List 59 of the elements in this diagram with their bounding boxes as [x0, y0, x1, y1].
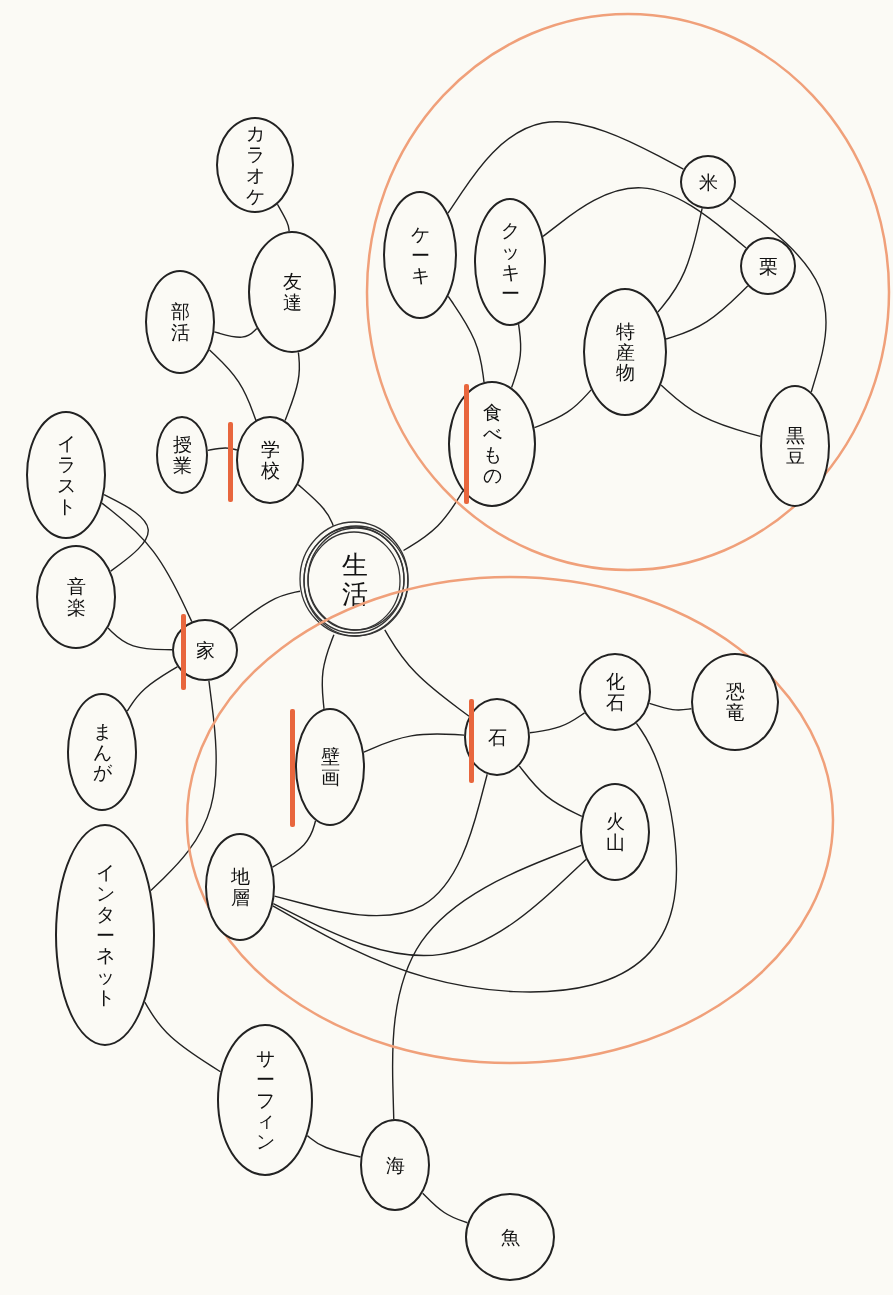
connector-line: [284, 351, 301, 422]
connector-line: [660, 384, 762, 438]
topic-label: 米: [698, 171, 718, 193]
connector-line: [213, 327, 258, 338]
connector-line: [208, 349, 257, 421]
connector-line: [297, 483, 334, 527]
topic-label: サーフィン: [255, 1047, 275, 1153]
topic-label: 石: [487, 726, 507, 748]
topic-label: ケーキ: [410, 223, 430, 287]
connector-line: [229, 590, 301, 631]
topic-label: まんが: [92, 720, 112, 784]
connector-line: [447, 121, 685, 214]
topic-label: 部活: [170, 301, 190, 343]
topic-label: 音楽: [66, 576, 86, 618]
topic-label: 授業: [172, 434, 192, 476]
topic-label: 生活: [342, 551, 368, 609]
topic-label: 化石: [605, 671, 625, 713]
connector-line: [542, 187, 747, 249]
topic-label: 友達: [282, 271, 302, 313]
central-topic-circle: [299, 521, 411, 639]
connector-line: [107, 627, 173, 651]
topic-label: 黒豆: [785, 425, 805, 467]
topic-label: 地層: [230, 866, 250, 908]
topic-label: クッキー: [500, 220, 520, 304]
topic-oval: [740, 237, 796, 295]
connector-line: [648, 702, 693, 711]
connector-line: [384, 629, 470, 717]
connector-line: [321, 633, 335, 710]
topic-label: 家: [195, 639, 215, 661]
topic-label: 火山: [605, 811, 625, 853]
topic-label: イラスト: [56, 433, 76, 517]
connector-line: [657, 207, 703, 313]
topic-label: カラオケ: [245, 123, 265, 207]
connector-line: [126, 666, 178, 712]
topic-label: インターネット: [95, 861, 115, 1009]
topic-label: 海: [385, 1154, 405, 1176]
connector-line: [447, 295, 485, 383]
connector-line: [150, 680, 217, 892]
connector-line: [510, 323, 522, 389]
connector-line: [421, 1192, 469, 1224]
topic-label: 恐竜: [725, 681, 745, 723]
connector-line: [207, 447, 238, 452]
topic-label: 栗: [758, 255, 778, 277]
topic-label: 学校: [260, 439, 280, 481]
connector-line: [529, 712, 586, 734]
connector-line: [306, 1134, 362, 1158]
connector-line: [363, 733, 465, 753]
group-outline: [365, 12, 891, 572]
topic-oval: [680, 155, 736, 209]
topic-label: 壁画: [320, 746, 340, 788]
connector-line: [402, 490, 464, 552]
connector-line: [101, 502, 193, 623]
connector-line: [665, 285, 749, 340]
topic-label: 魚: [500, 1226, 520, 1248]
connector-line: [273, 773, 488, 917]
topic-label: 特産物: [615, 320, 635, 384]
connector-line: [276, 203, 290, 232]
connector-line: [144, 1001, 222, 1073]
topic-label: 食べもの: [482, 402, 502, 486]
